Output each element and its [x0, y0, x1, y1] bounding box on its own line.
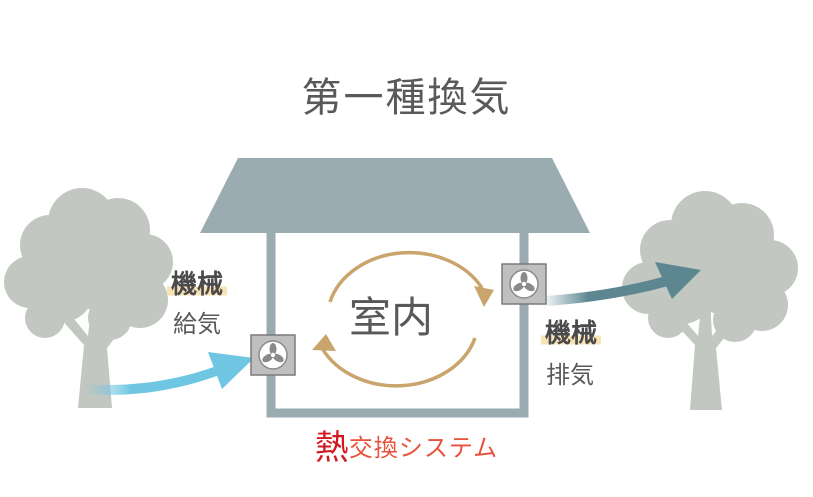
house: [200, 158, 590, 418]
exhaust-label: 排気: [546, 361, 594, 389]
room-label: 室内: [349, 293, 434, 342]
heat-exchange-rest: 交換システム: [348, 434, 499, 462]
heat-exchange-main: 熱: [314, 428, 349, 468]
left-tree-icon: [4, 188, 173, 408]
diagram-title: 第一種換気: [301, 75, 512, 121]
circulation-arrows: [320, 250, 484, 388]
house-roof: [200, 158, 590, 233]
exhaust-fan-icon: [501, 263, 547, 305]
exhaust-highlight-label: 機械: [541, 321, 602, 347]
house-walls: [266, 233, 529, 418]
heat-exchange-caption: 熱交換システム: [0, 431, 813, 465]
right-tree-icon: [622, 191, 798, 410]
exhaust-arrow: [546, 262, 701, 306]
supply-highlight-text: 機械: [167, 272, 228, 298]
exhaust-highlight-text: 機械: [541, 321, 602, 347]
supply-highlight-label: 機械: [167, 272, 228, 298]
supply-arrow: [84, 352, 254, 395]
supply-fan-icon: [250, 334, 296, 376]
circulation-arrowhead-left: [312, 334, 336, 351]
supply-label: 給気: [173, 310, 221, 338]
circulation-arrowhead-right: [474, 286, 494, 307]
